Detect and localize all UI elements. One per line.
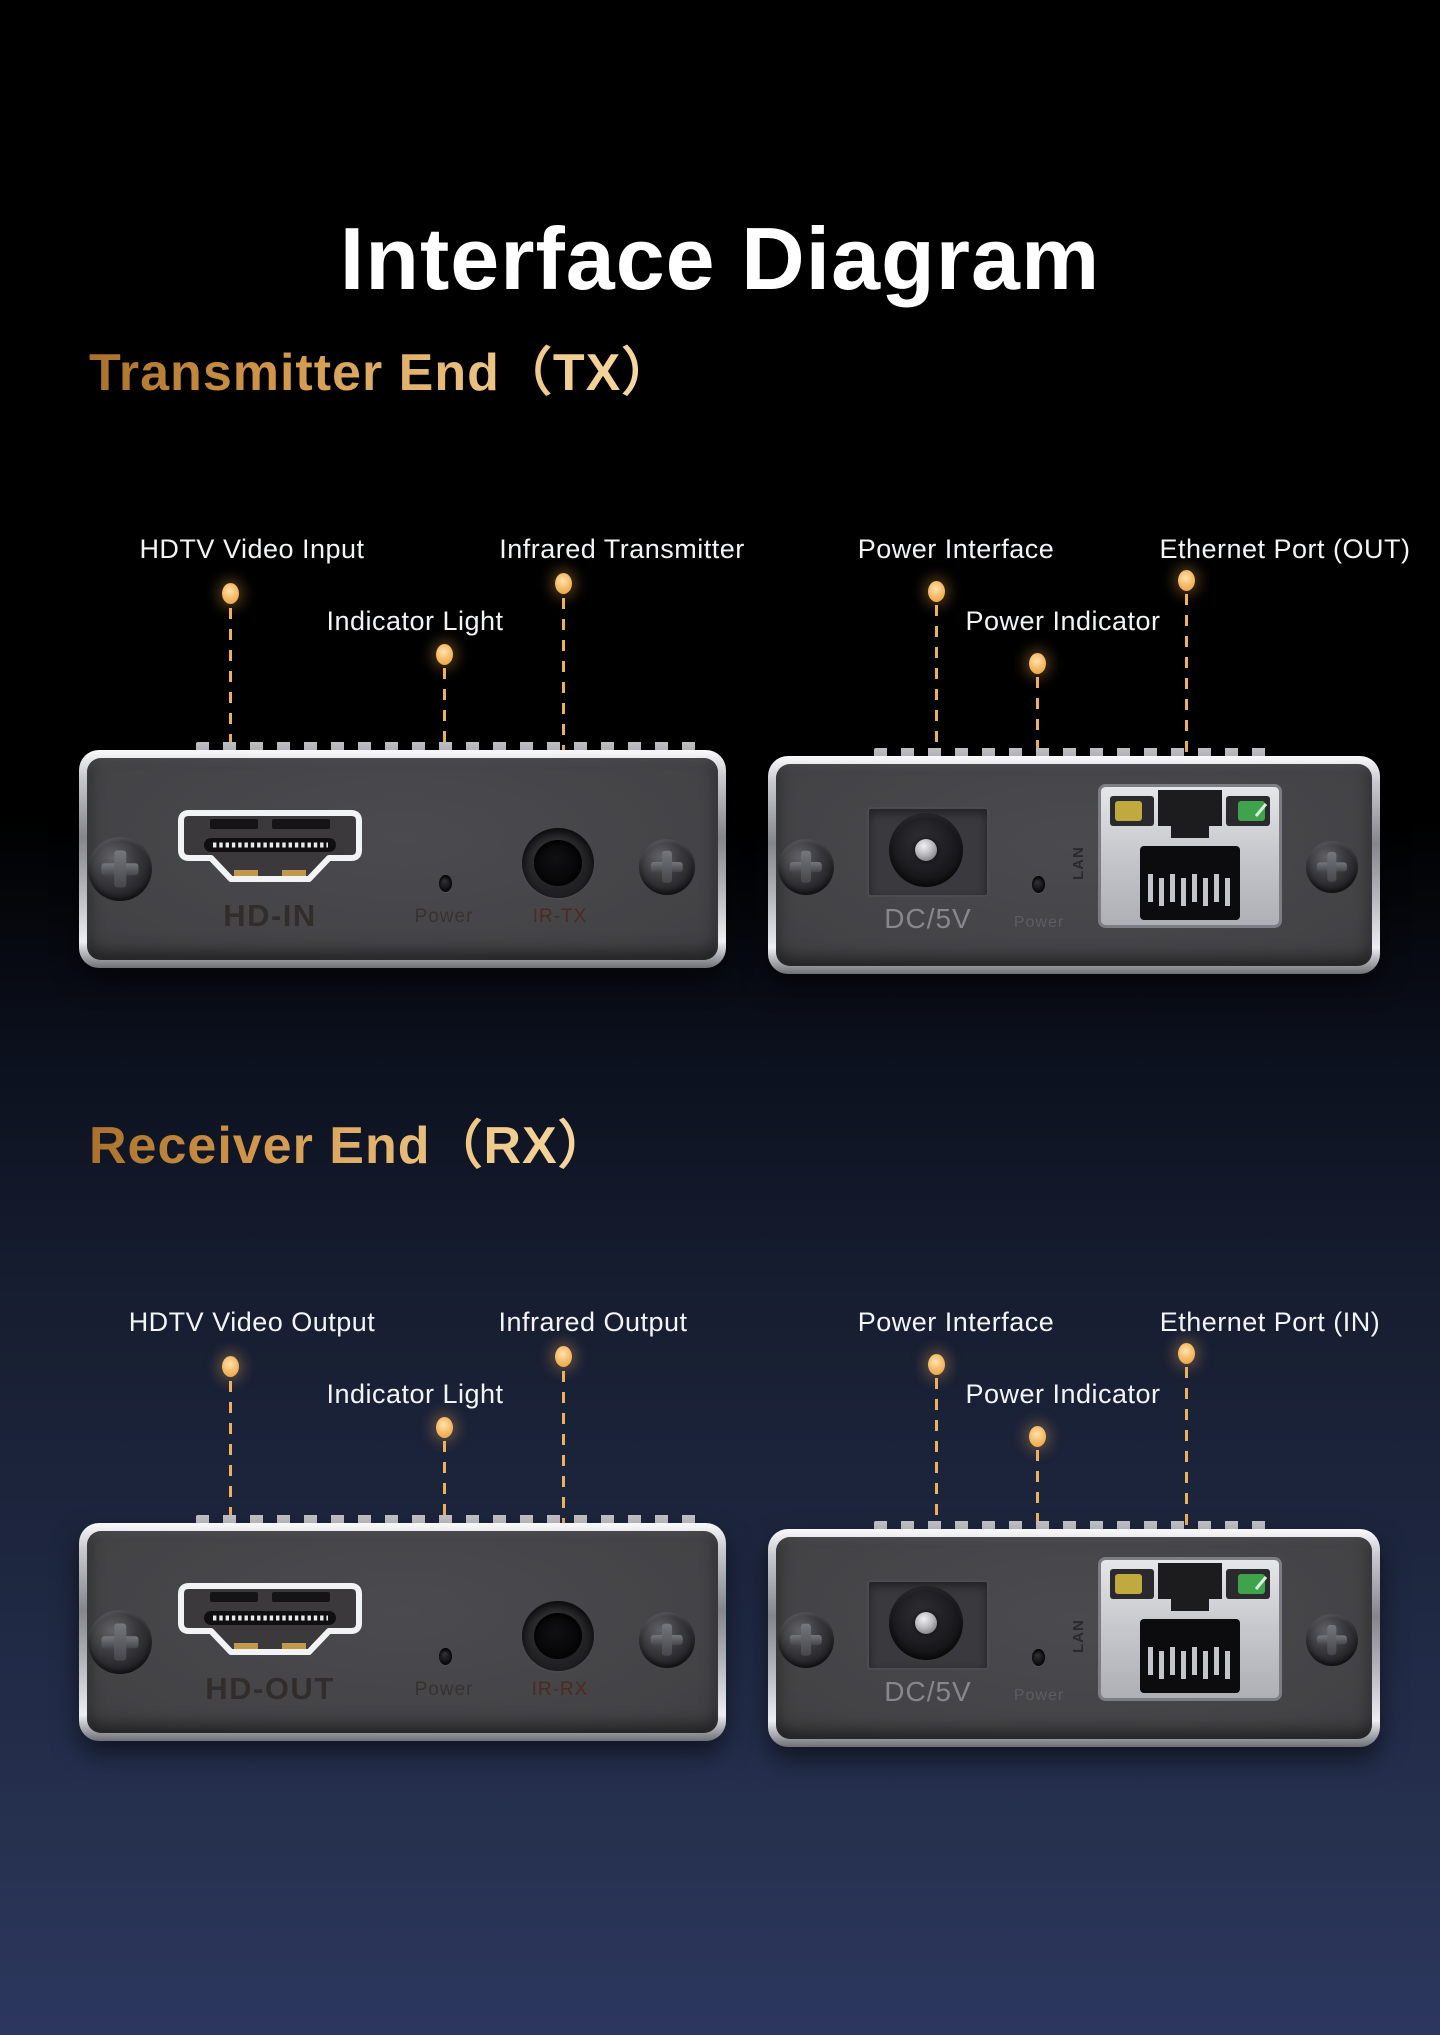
power-hole-label: Power [1013,1687,1065,1704]
phillips-screw-icon [639,839,695,895]
callout-dot-icon [1029,653,1046,674]
phillips-screw-icon [1306,841,1358,893]
callout-dot-icon [1178,570,1195,591]
leader-line [1185,594,1188,836]
phillips-screw-icon [1306,1614,1358,1666]
leader-line [1185,1367,1188,1609]
rj45-ethernet-port [1098,1557,1282,1701]
callout-label-power-interface: Power Interface [857,534,1055,564]
dc-power-jack [889,1586,963,1660]
rx-av-device-panel: HD-OUT Power IR-RX [79,1515,726,1741]
power-hole-label: Power [414,1679,474,1700]
callout-dot-icon [928,581,945,602]
callout-dot-icon [436,644,453,665]
section-receiver: Receiver End（RX） HDTV Video Output Indic… [0,1113,1440,1763]
leader-line [562,1371,565,1610]
callout-dot-icon [222,583,239,604]
rx-net-device-panel: DC/5V Power LAN [768,1521,1380,1747]
rj45-ethernet-port [1098,784,1282,928]
callout-label-power-indicator: Power Indicator [965,606,1161,636]
ir-jack-port [522,828,594,898]
callout-dot-icon [436,1417,453,1438]
power-led-hole [439,875,452,892]
power-led-hole [1032,1649,1045,1666]
hdmi-port-label: HD-OUT [205,1671,335,1706]
lan-port-label: LAN [1070,846,1087,880]
power-hole-label: Power [1013,914,1065,931]
callout-label-ethernet: Ethernet Port (OUT) [1159,534,1411,564]
section-transmitter: Transmitter End（TX） HDTV Video Input Ind… [0,340,1440,990]
phillips-screw-icon [88,837,152,901]
power-led-hole [1032,876,1045,893]
callout-label-video-input: HDTV Video Input [139,534,365,564]
leader-line [229,1381,232,1583]
callout-dot-icon [222,1356,239,1377]
lan-port-label: LAN [1070,1619,1087,1653]
callout-dot-icon [1029,1426,1046,1447]
leader-line [935,1378,938,1599]
hdmi-port [178,810,362,882]
leader-line [562,598,565,837]
phillips-screw-icon [778,1612,834,1668]
rx-section-heading: Receiver End（RX） [89,1115,611,1177]
leader-line [935,605,938,826]
dc-jack-label: DC/5V [884,903,972,934]
page-title: Interface Diagram [339,208,1101,308]
callout-label-indicator-light: Indicator Light [326,606,504,636]
ir-jack-label: IR-RX [531,1679,589,1700]
callout-label-power-indicator: Power Indicator [965,1379,1161,1409]
tx-av-device-panel: HD-IN Power IR-TX [79,742,726,968]
leader-line [229,608,232,810]
phillips-screw-icon [778,839,834,895]
hdmi-port [178,1583,362,1655]
ir-jack-port [522,1601,594,1671]
callout-label-indicator-light: Indicator Light [326,1379,504,1409]
tx-section-heading: Transmitter End（TX） [89,342,674,404]
phillips-screw-icon [639,1612,695,1668]
dc-jack-label: DC/5V [884,1676,972,1707]
tx-net-device-panel: DC/5V Power LAN [768,748,1380,974]
callout-label-infrared: Infrared Output [498,1307,688,1337]
dc-power-jack [889,813,963,887]
ir-jack-label: IR-TX [532,906,588,927]
callout-label-power-interface: Power Interface [857,1307,1055,1337]
dc-jack-pin [915,1612,937,1634]
power-led-hole [439,1648,452,1665]
callout-dot-icon [555,1346,572,1367]
callout-label-video-output: HDTV Video Output [128,1307,376,1337]
hdmi-port-label: HD-IN [223,898,317,933]
callout-label-ethernet: Ethernet Port (IN) [1159,1307,1381,1337]
power-hole-label: Power [414,906,474,927]
dc-jack-pin [915,839,937,861]
callout-dot-icon [555,573,572,594]
callout-label-infrared: Infrared Transmitter [499,534,745,564]
callout-dot-icon [1178,1343,1195,1364]
phillips-screw-icon [88,1610,152,1674]
callout-dot-icon [928,1354,945,1375]
